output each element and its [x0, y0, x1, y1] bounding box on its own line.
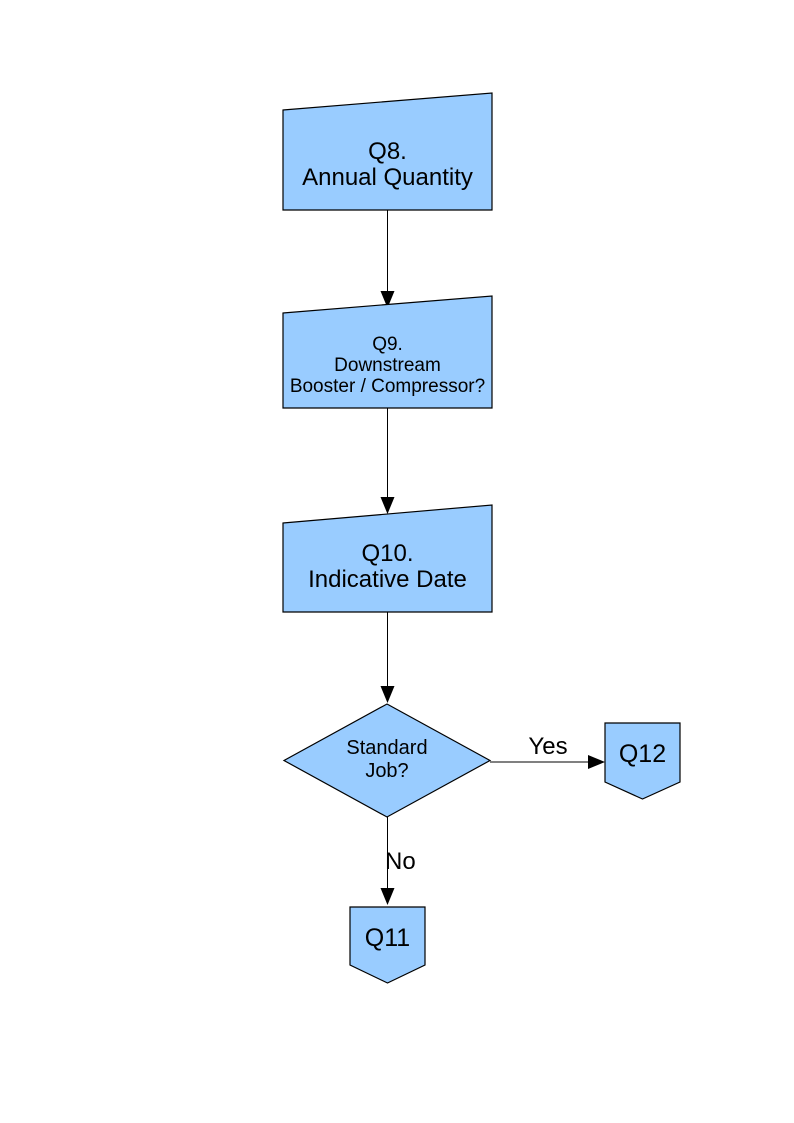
edge-no-arrowhead-icon	[380, 888, 395, 905]
edge-no-label: No	[385, 848, 416, 875]
q10-node-label: Q10. Indicative Date	[308, 540, 467, 593]
q11-connector-label: Q11	[364, 924, 411, 952]
edge-yes-label: Yes	[528, 733, 568, 760]
q8-manual-input-shape	[282, 92, 493, 211]
edge-q9-q10-arrowhead-icon	[380, 497, 395, 514]
q11-offpage-connector-shape	[349, 906, 426, 984]
edge-q8-q9-arrowhead-icon	[380, 291, 395, 308]
edge-yes-arrowhead-icon	[588, 755, 605, 769]
edge-q10-decision-arrowhead-icon	[380, 686, 395, 703]
q10-manual-input-shape	[282, 504, 493, 613]
q9-manual-input-shape	[282, 295, 493, 409]
q12-connector-label: Q12	[618, 740, 667, 768]
standard-job-decision-label: Standard Job?	[346, 737, 428, 782]
q8-node-label: Q8. Annual Quantity	[302, 138, 473, 191]
q12-offpage-connector-shape	[604, 722, 681, 800]
q9-node-label: Q9. Downstream Booster / Compressor?	[289, 334, 486, 397]
